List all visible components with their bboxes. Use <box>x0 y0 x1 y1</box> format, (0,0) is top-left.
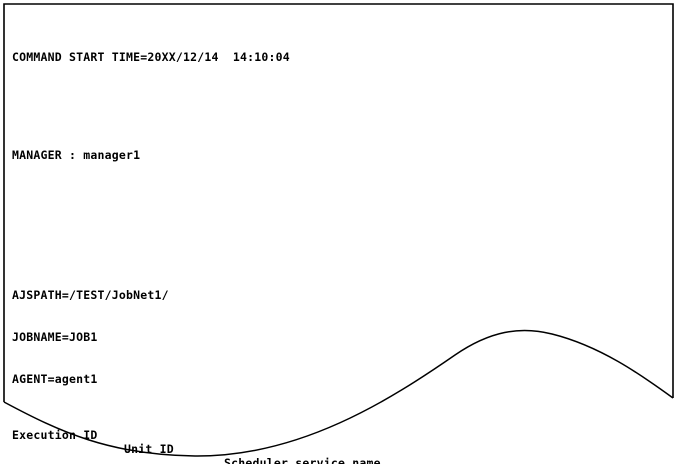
spacer <box>12 190 668 204</box>
command-start-line: COMMAND START TIME=20XX/12/14 14:10:04 <box>12 50 290 64</box>
job-block: AJSPATH=/TEST/JobNet1/ JOBNAME=JOB1 AGEN… <box>12 260 668 464</box>
column-header-execution-id: Execution ID <box>12 428 98 442</box>
manager-line: MANAGER : manager1 <box>12 148 141 162</box>
console-output-text: COMMAND START TIME=20XX/12/14 14:10:04 M… <box>12 8 668 464</box>
column-header-scheduler-service-name: Scheduler service name <box>224 456 381 464</box>
table-row: @A188 00000002932 AJSROOT1 evwjb <box>12 456 668 464</box>
column-header-unit-id: Unit ID <box>124 442 174 456</box>
agent-line: AGENT=agent1 <box>12 372 98 386</box>
spacer <box>12 92 668 106</box>
table-header-row: Execution ID Unit ID Scheduler service n… <box>12 414 668 464</box>
jobname-line: JOBNAME=JOB1 <box>12 330 98 344</box>
ajspath-line: AJSPATH=/TEST/JobNet1/ <box>12 288 169 302</box>
